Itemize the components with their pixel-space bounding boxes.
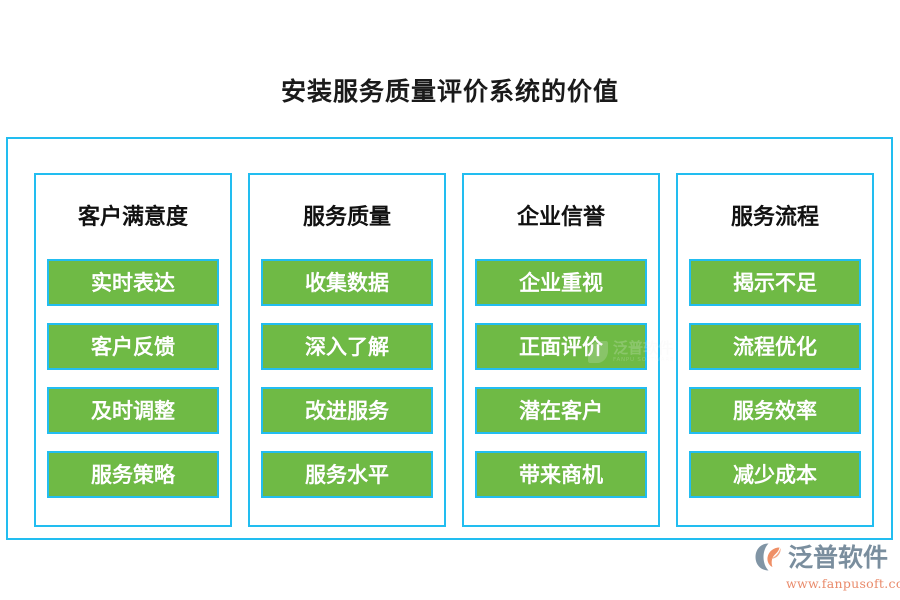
item-box[interactable]: 带来商机 xyxy=(475,451,647,498)
brand-url: www.fanpusoft.com xyxy=(786,576,900,591)
diagram-column-3: 企业信誉 企业重视 正面评价 潜在客户 带来商机 xyxy=(462,173,660,527)
item-box[interactable]: 深入了解 xyxy=(261,323,433,370)
item-box[interactable]: 服务水平 xyxy=(261,451,433,498)
page-title: 安装服务质量评价系统的价值 xyxy=(280,77,619,106)
fanpu-leaf-icon xyxy=(755,543,781,571)
item-box[interactable]: 服务效率 xyxy=(689,387,861,434)
item-box[interactable]: 揭示不足 xyxy=(689,259,861,306)
diagram-column-2: 服务质量 收集数据 深入了解 改进服务 服务水平 xyxy=(248,173,446,527)
column-header-1: 客户满意度 xyxy=(77,204,188,230)
item-box[interactable]: 企业重视 xyxy=(475,259,647,306)
item-box[interactable]: 及时调整 xyxy=(47,387,219,434)
diagram-column-4: 服务流程 揭示不足 流程优化 服务效率 减少成本 xyxy=(676,173,874,527)
item-box[interactable]: 收集数据 xyxy=(261,259,433,306)
item-box[interactable]: 流程优化 xyxy=(689,323,861,370)
item-box[interactable]: 服务策略 xyxy=(47,451,219,498)
diagram-outer-frame xyxy=(6,137,893,540)
diagram-columns-row: 客户满意度 实时表达 客户反馈 及时调整 服务策略 服务质量 收集数据 深入了解… xyxy=(34,173,874,527)
column-header-2: 服务质量 xyxy=(302,204,391,230)
column-header-3: 企业信誉 xyxy=(516,204,605,230)
item-box[interactable]: 减少成本 xyxy=(689,451,861,498)
column-items-2: 收集数据 深入了解 改进服务 服务水平 xyxy=(261,259,433,498)
diagram-column-1: 客户满意度 实时表达 客户反馈 及时调整 服务策略 xyxy=(34,173,232,527)
item-box[interactable]: 正面评价 xyxy=(475,323,647,370)
column-items-3: 企业重视 正面评价 潜在客户 带来商机 xyxy=(475,259,647,498)
brand-name: 泛普软件 xyxy=(788,542,889,572)
column-items-1: 实时表达 客户反馈 及时调整 服务策略 xyxy=(47,259,219,498)
item-box[interactable]: 客户反馈 xyxy=(47,323,219,370)
item-box[interactable]: 实时表达 xyxy=(47,259,219,306)
column-items-4: 揭示不足 流程优化 服务效率 减少成本 xyxy=(689,259,861,498)
brand-logo-top: 泛普软件 xyxy=(754,541,888,573)
brand-logo: 泛普软件 www.fanpusoft.com xyxy=(754,541,900,593)
item-box[interactable]: 改进服务 xyxy=(261,387,433,434)
column-header-4: 服务流程 xyxy=(730,204,819,230)
item-box[interactable]: 潜在客户 xyxy=(475,387,647,434)
